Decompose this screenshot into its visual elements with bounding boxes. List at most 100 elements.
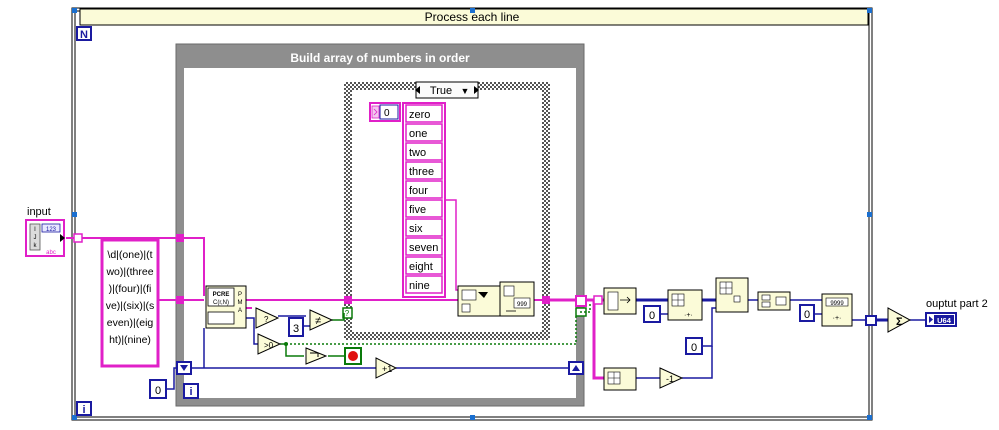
regex-line: ve)|(six)|(s: [106, 300, 155, 312]
concat-node[interactable]: 999: [499, 281, 535, 317]
resize-handle[interactable]: [72, 212, 77, 217]
svg-text:0: 0: [649, 310, 655, 322]
svg-text:J: J: [34, 235, 37, 241]
index-const-b[interactable]: 0: [685, 337, 703, 355]
number-word: four: [409, 185, 428, 197]
resize-handle[interactable]: [72, 8, 77, 13]
svg-text:True: True: [430, 85, 452, 97]
wire-junction: [284, 342, 288, 346]
svg-text:0: 0: [384, 108, 390, 119]
input-label: input: [27, 206, 51, 218]
array-element[interactable]: [405, 199, 443, 218]
resize-handle[interactable]: [72, 415, 77, 420]
svg-text:I: I: [34, 227, 36, 233]
stop-terminal[interactable]: [344, 347, 362, 365]
outer-for-loop[interactable]: Process each line N i: [71, 7, 873, 421]
regex-line: wo)|(three: [105, 266, 153, 278]
number-word: five: [409, 204, 426, 216]
svg-text:>0: >0: [264, 341, 274, 350]
number-word: two: [409, 147, 426, 159]
resize-handle[interactable]: [867, 415, 872, 420]
array-element[interactable]: [405, 275, 443, 294]
svg-text:3: 3: [293, 323, 299, 335]
array-element[interactable]: [405, 104, 443, 123]
number-word: zero: [409, 109, 430, 121]
svg-text:9999: 9999: [830, 301, 844, 307]
array-element[interactable]: [405, 256, 443, 275]
svg-text:PCRE: PCRE: [213, 292, 230, 298]
down-arrow-icon: [180, 365, 188, 371]
resize-handle[interactable]: [867, 212, 872, 217]
up-arrow-icon: [572, 365, 580, 371]
svg-text:+1: +1: [382, 364, 392, 374]
resize-handle[interactable]: [470, 8, 475, 13]
svg-text:-1: -1: [666, 374, 674, 384]
inner-loop-title: Build array of numbers in order: [290, 51, 470, 65]
array-element[interactable]: [405, 142, 443, 161]
inner-iteration-terminal[interactable]: [183, 383, 199, 399]
sum-node[interactable]: Σ: [887, 307, 912, 333]
case-tunnel: [344, 296, 352, 304]
array-element[interactable]: [405, 123, 443, 142]
empty-string-node[interactable]: ?: [255, 307, 280, 329]
index-constant[interactable]: 0: [369, 102, 401, 122]
svg-text:0: 0: [691, 342, 697, 354]
svg-text:i: i: [82, 404, 85, 416]
input-tunnel: [73, 233, 83, 243]
svg-text:k: k: [34, 243, 38, 249]
resize-handle[interactable]: [470, 415, 475, 420]
number-word: eight: [409, 261, 433, 273]
number-word: six: [409, 223, 423, 235]
increment-node[interactable]: +1: [375, 357, 398, 379]
svg-text:C(r,N): C(r,N): [213, 300, 229, 306]
svg-text:0: 0: [155, 385, 161, 397]
index-const-a[interactable]: 0: [643, 305, 661, 323]
svg-text:?: ?: [264, 315, 269, 324]
match-regex-node[interactable]: PCRE C(r,N) P M A: [205, 285, 247, 329]
svg-text:0: 0: [804, 309, 810, 321]
svg-text:N: N: [80, 29, 88, 41]
svg-text:?: ?: [345, 309, 350, 318]
svg-text:123: 123: [46, 227, 57, 233]
iteration-terminal[interactable]: [76, 401, 92, 416]
array-element[interactable]: [405, 180, 443, 199]
output-tunnel: [865, 315, 877, 326]
index-array-node[interactable]: [603, 287, 637, 315]
not-node[interactable]: [305, 347, 328, 365]
decrement-node[interactable]: -1: [659, 367, 684, 389]
input-control[interactable]: input I J k 123 abc: [25, 206, 83, 257]
array-tunnel-outer: [593, 295, 603, 305]
decimal-to-number-node[interactable]: 9999 ·+·: [821, 293, 853, 327]
resize-handle[interactable]: [867, 8, 872, 13]
output-indicator[interactable]: ouptut part 2 U64: [925, 298, 988, 327]
chevron-right-icon[interactable]: [474, 86, 479, 94]
svg-text:▼[interactable]: ▼: [461, 86, 470, 96]
regex-constant[interactable]: \d|(one)|(t wo)|(three )|(four)|(fi ve)|…: [100, 238, 160, 368]
search-array-node[interactable]: [457, 285, 501, 317]
string-tunnel: [176, 234, 184, 242]
case-tunnel: [542, 296, 550, 304]
svg-text:U64: U64: [937, 316, 952, 325]
build-array-node[interactable]: [715, 277, 749, 313]
array-element[interactable]: [405, 218, 443, 237]
concat-strings-node[interactable]: [757, 291, 791, 311]
terminal-arrow-icon: [60, 234, 65, 242]
case-selector-tunnel: [342, 307, 353, 319]
array-subset-node[interactable]: ·+·: [667, 289, 703, 321]
count-terminal[interactable]: [76, 26, 92, 41]
array-element[interactable]: [405, 161, 443, 180]
array-element[interactable]: [405, 237, 443, 256]
regex-line: )|(four)|(fi: [109, 283, 152, 295]
greater-than-zero-node[interactable]: >0: [257, 333, 282, 355]
svg-text:A: A: [238, 308, 242, 314]
index-const-c[interactable]: 0: [799, 304, 815, 322]
regex-line: even)|(eig: [107, 317, 154, 329]
array-tunnel: [575, 295, 587, 307]
three-constant[interactable]: 3: [288, 317, 304, 337]
array-size-node[interactable]: [603, 367, 637, 391]
not-equal-node[interactable]: ≠: [309, 309, 334, 331]
chevron-left-icon[interactable]: [415, 86, 420, 94]
shift-init-constant[interactable]: 0: [149, 379, 167, 399]
